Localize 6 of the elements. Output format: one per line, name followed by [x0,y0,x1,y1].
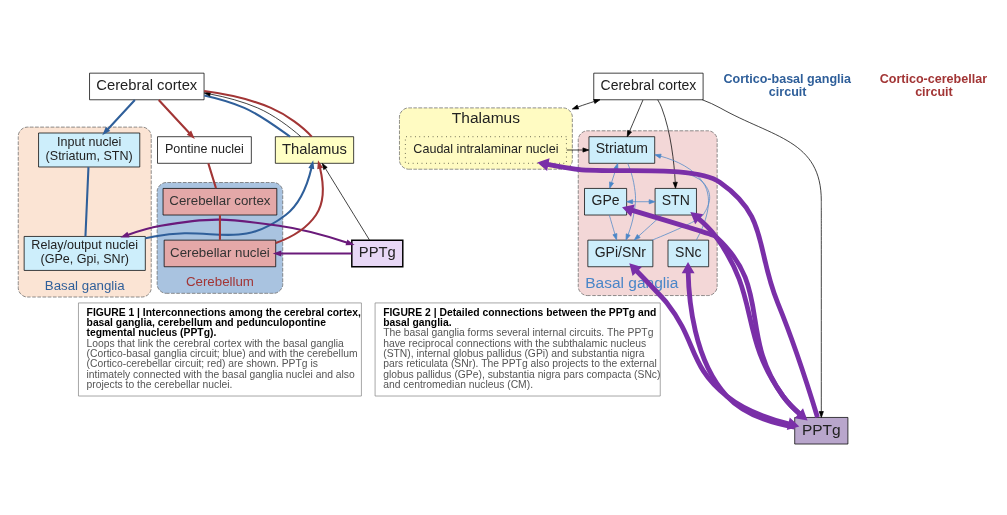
label: Loops that link the cerebral cortex with the basal ganglia (Cortico-basal ganglia circuit; blue) and with the cerebellum (Cortico-cerebellar circuit; red) are shown. PPTg is intimately connected with the basal ganglia nuclei and also projects to the cerebellar nuclei. [86,337,358,391]
label: Cortico-cerebellar circuit [879,72,987,99]
label: FIGURE 2 | Detailed connections between the PPTg and basal ganglia. [382,306,656,328]
label: The basal ganglia forms several internal circuits. The PPTg have reciprocal connections with the subthalamic nucleus (STN), internal globus pallidus (GPi) and substantia nigra pars reticulata (SNr). The PPTg also projects to the external globus pallidus (GPe), substantia nigra pars compacta (SNc) and centromedian nucleus (CM). [382,327,660,391]
label: FIGURE 1 | Interconnections among the cerebral cortex, basal ganglia, cerebellum and pedunculopontine tegmental nucleus (PPTg). [86,306,361,339]
label: Cortico-basal ganglia circuit [722,72,851,99]
